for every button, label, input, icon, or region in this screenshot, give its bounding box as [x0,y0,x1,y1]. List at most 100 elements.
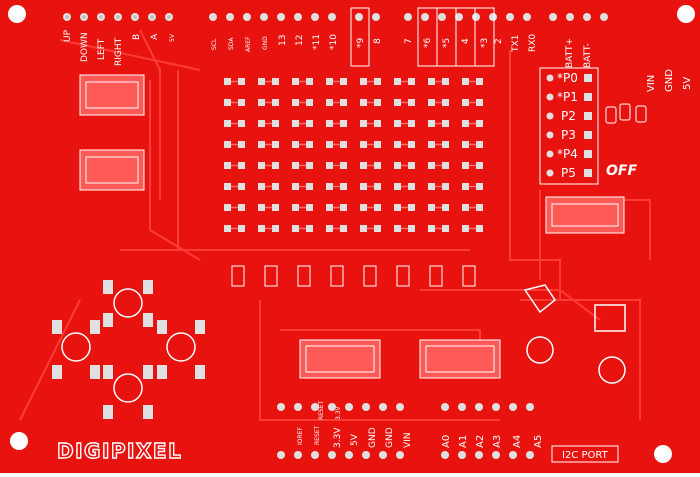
dpad-buttons [52,280,205,419]
led-cell [292,204,313,211]
mounting-hole [654,445,672,463]
led-cell [326,99,347,106]
led-cell [428,78,449,85]
led-cell [258,204,279,211]
led-cell [394,225,415,232]
ic-chip-left-top [79,74,145,116]
battery-labels: BATT+ BATT- [549,13,608,68]
pin-label: 7 [404,38,414,44]
top-pin-labels: SCL SDA AREF GND 13 12 *11 *10 *9 8 7 *6… [211,34,538,53]
led-cell [224,141,245,148]
pin-label-a1: A1 [458,435,469,448]
led-cell [292,78,313,85]
i2c-label: I2C PORT [562,450,609,461]
pin-label-reset: RESET [314,425,321,445]
pin-label-gnd: GND [385,427,395,448]
led-cell [258,141,279,148]
port-label: P3 [561,128,576,142]
led-cell [224,99,245,106]
pin-label: SDA [228,37,235,50]
led-cell [258,99,279,106]
led-cell [258,120,279,127]
led-cell [258,183,279,190]
pin-label: *5 [442,38,452,48]
led-cell [394,183,415,190]
label-5v-power: 5V [682,77,693,90]
label-up: UP [63,29,73,42]
led-cell [326,183,347,190]
led-cell [394,141,415,148]
i2c-port: I2C PORT [551,445,619,463]
pin-label: *11 [312,34,322,50]
led-cell [462,162,483,169]
led-cell [428,141,449,148]
led-cell [428,162,449,169]
mounting-holes [8,5,695,463]
port-label: P2 [561,109,576,123]
label-5v: 5V [169,33,176,42]
label-batt-plus: BATT+ [565,38,575,68]
logo-text: DIGIPIXEL [57,439,182,463]
label-left: LEFT [97,38,107,60]
led-cell [360,99,381,106]
led-cell [258,78,279,85]
tiny-label-3v3: 3.3V [335,405,342,420]
pin-label: SCL [211,38,218,50]
led-cell [394,204,415,211]
led-cell [258,162,279,169]
led-cell [462,204,483,211]
led-matrix [224,78,483,232]
led-cell [326,225,347,232]
led-cell [360,204,381,211]
led-cell [258,225,279,232]
led-cell [326,78,347,85]
led-cell [462,78,483,85]
ic-chip-bottom-left [299,339,381,379]
pin-label-3v3: 3.3V [333,427,343,448]
mounting-hole [677,5,695,23]
led-cell [224,204,245,211]
led-cell [428,99,449,106]
power-header: VIN GND 5V [646,69,693,92]
led-cell [360,78,381,85]
digipixel-logo: DIGIPIXEL [56,438,182,463]
pin-label: *9 [356,38,366,49]
label-vin: VIN [646,75,657,92]
pin-label-gnd: GND [368,427,378,448]
led-cell [360,141,381,148]
pin-label: *3 [480,38,490,48]
led-cell [326,162,347,169]
led-cell [360,183,381,190]
led-cell [292,183,313,190]
led-cell [292,141,313,148]
pin-label-ioref: IOREF [297,427,304,445]
led-cell [326,204,347,211]
led-cell [360,162,381,169]
led-cell [394,120,415,127]
led-cell [360,225,381,232]
led-cell [224,78,245,85]
label-b: B [132,34,142,40]
action-buttons [523,284,626,384]
led-cell [462,225,483,232]
led-cell [292,99,313,106]
bottom-pin-labels: IOREF RESET 3.3V 5V GND GND VIN A0 A1 A2… [297,425,544,448]
top-header-labels: UP DOWN LEFT RIGHT B A 5V [63,29,176,66]
label-a: A [150,33,160,40]
tiny-label-reset: RESET [318,400,325,420]
pin-label-a2: A2 [475,435,486,448]
mounting-hole [10,432,28,450]
tiny-labels: RESET 3.3V [318,400,342,420]
led-cell [462,183,483,190]
led-cell [428,225,449,232]
pin-label-a0: A0 [441,435,452,448]
copper-traces [19,29,651,421]
pin-label-a3: A3 [492,435,503,448]
led-cell [224,120,245,127]
led-cell [224,225,245,232]
top-header-pins [63,13,531,21]
led-cell [428,183,449,190]
